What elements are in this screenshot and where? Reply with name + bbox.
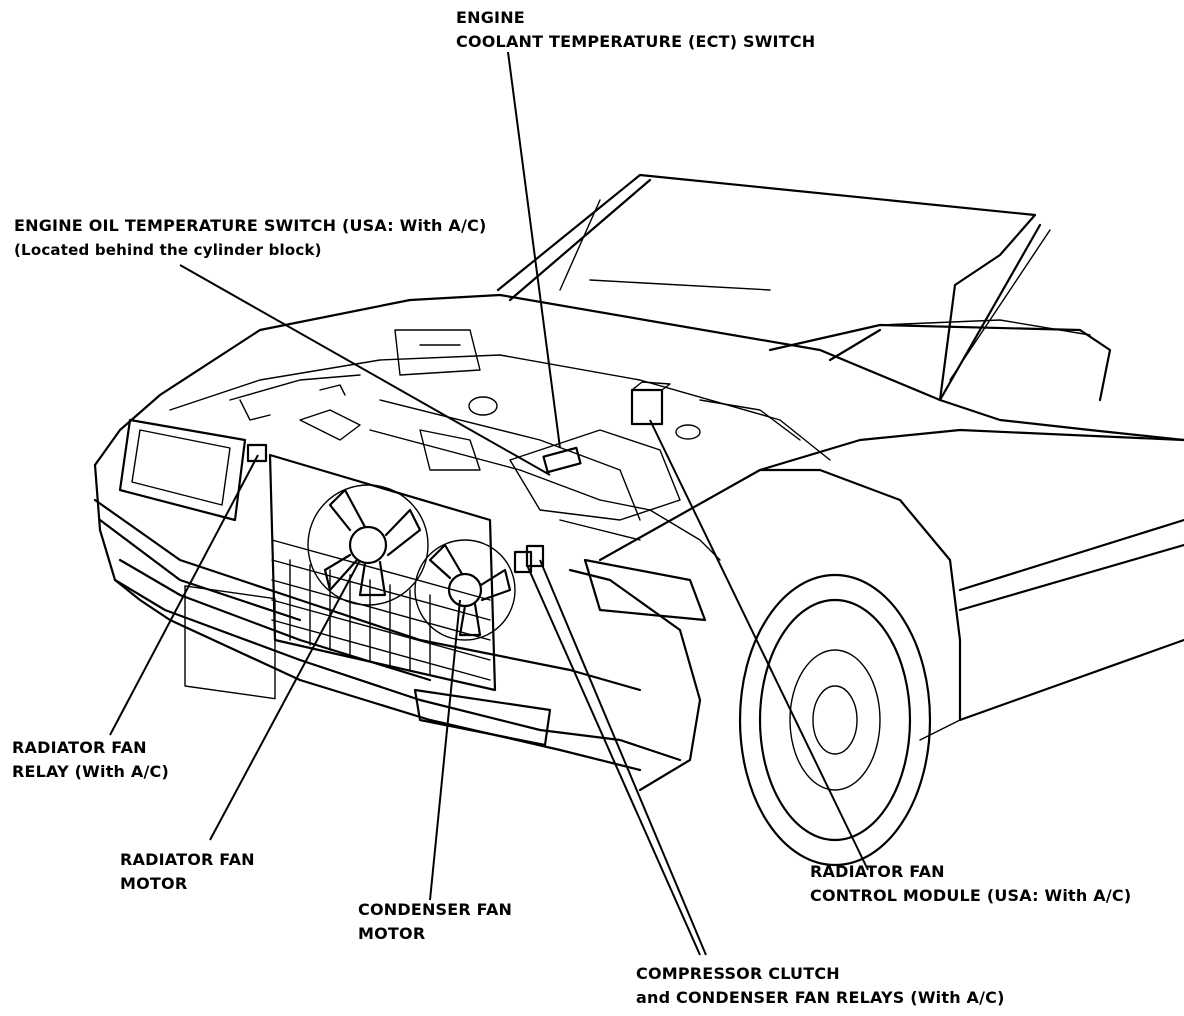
label-line: ENGINE (456, 8, 525, 27)
label-line: (Located behind the cylinder block) (14, 241, 322, 259)
label-line: MOTOR (358, 924, 426, 943)
car-body-icon (93, 293, 1184, 792)
label-compressor-relays: COMPRESSOR CLUTCH and CONDENSER FAN RELA… (636, 962, 1005, 1010)
label-line: RELAY (With A/C) (12, 762, 169, 781)
wheel-icon (738, 573, 932, 867)
leader-lines (109, 51, 869, 956)
ect-switch-component-icon (542, 446, 582, 474)
control-module-component-icon (630, 381, 671, 426)
label-line: CONTROL MODULE (USA: With A/C) (810, 886, 1132, 905)
condenser-fan-icon (414, 539, 516, 641)
compressor-relays-component-icon (513, 544, 545, 574)
label-radiator-fan-motor: RADIATOR FAN MOTOR (120, 848, 255, 896)
label-radiator-fan-control-module: RADIATOR FAN CONTROL MODULE (USA: With A… (810, 860, 1131, 908)
label-condenser-fan-motor: CONDENSER FAN MOTOR (358, 898, 512, 946)
label-line: COOLANT TEMPERATURE (ECT) SWITCH (456, 32, 816, 51)
label-line: RADIATOR FAN (12, 738, 147, 757)
radiator-fan-icon (307, 484, 429, 606)
label-line: RADIATOR FAN (120, 850, 255, 869)
windshield-icon (768, 319, 1112, 402)
bumper-icon (93, 498, 642, 747)
label-line: RADIATOR FAN (810, 862, 945, 881)
label-line: and CONDENSER FAN RELAYS (With A/C) (636, 988, 1005, 1007)
engine-bay-icon (169, 329, 831, 561)
label-ect-switch: ENGINE COOLANT TEMPERATURE (ECT) SWITCH (456, 6, 815, 54)
headlight-icon (118, 418, 707, 622)
radiator-fan-relay-component-icon (246, 443, 268, 463)
label-line: ENGINE OIL TEMPERATURE SWITCH (USA: With… (14, 216, 487, 235)
label-line: COMPRESSOR CLUTCH (636, 964, 840, 983)
label-line: MOTOR (120, 874, 188, 893)
label-oil-temp-switch: ENGINE OIL TEMPERATURE SWITCH (USA: With… (14, 214, 486, 262)
label-line: CONDENSER FAN (358, 900, 513, 919)
hood-icon (496, 173, 1051, 402)
label-radiator-fan-relay: RADIATOR FAN RELAY (With A/C) (12, 736, 169, 784)
